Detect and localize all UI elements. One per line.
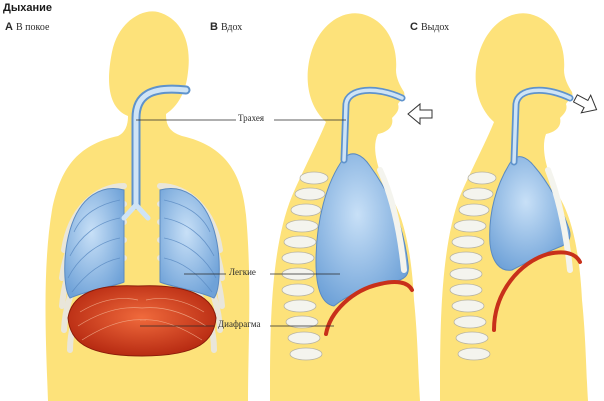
panel-b-figure — [270, 13, 433, 401]
diaphragm-a — [67, 285, 217, 357]
diaphragm-b — [324, 280, 414, 336]
diaphragm-c — [492, 250, 582, 332]
panel-a-figure — [45, 11, 250, 401]
panel-c-figure — [440, 13, 598, 401]
spine-c — [449, 171, 497, 361]
lungs-callout: Легкие — [229, 267, 256, 277]
sternum-c — [545, 167, 573, 273]
panel-c-letter: C — [410, 21, 418, 33]
exhale-arrow — [572, 93, 598, 114]
panel-b-caption: Вдох — [220, 22, 243, 33]
panel-c-caption: Выдох — [420, 22, 450, 33]
figure-title: Дыхание — [3, 2, 52, 14]
right-lung-a — [159, 188, 220, 299]
sternum-b — [377, 167, 407, 273]
panel-a-caption: В покое — [15, 22, 50, 33]
callout-lines — [136, 119, 346, 327]
diaphragm-callout: Диафрагма — [218, 319, 261, 329]
lung-c — [489, 156, 571, 271]
trachea-callout: Трахея — [238, 113, 265, 123]
panel-b-letter: B — [210, 21, 218, 33]
inhale-arrow — [407, 102, 433, 126]
panel-a-letter: A — [5, 21, 13, 33]
